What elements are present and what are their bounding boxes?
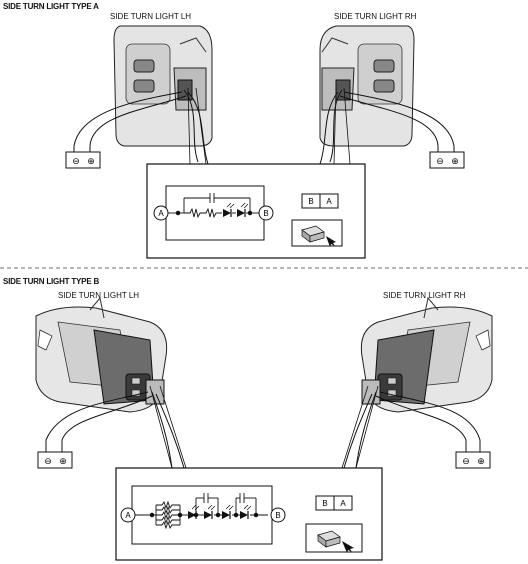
- type-a-rh-battery: ⊖ ⊕: [429, 151, 465, 169]
- type-b-rh-battery: ⊖ ⊕: [455, 451, 491, 469]
- svg-text:⊕: ⊕: [59, 456, 67, 466]
- type-a-lh-harness: [73, 89, 209, 165]
- type-a-terminal-b: [258, 205, 274, 221]
- type-a-terminal-a-label: A: [158, 209, 164, 218]
- type-b-terminal-a-label: A: [125, 511, 131, 520]
- svg-text:⊖: ⊖: [44, 456, 52, 466]
- type-a-lh-caption: SIDE TURN LIGHT LH: [110, 12, 192, 21]
- type-a-terminal-b-label: B: [263, 209, 268, 218]
- svg-text:⊕: ⊕: [477, 456, 485, 466]
- type-b-lh-harness: [45, 391, 185, 469]
- battery-positive-symbol: ⊕: [87, 156, 95, 166]
- battery-negative-symbol: ⊖: [72, 156, 80, 166]
- type-a-connector-pin-2: A: [326, 197, 332, 206]
- type-a-lh-battery: ⊖ ⊕: [65, 151, 101, 169]
- type-b-terminal-b-label: B: [275, 511, 280, 520]
- svg-text:⊖: ⊖: [436, 156, 444, 166]
- svg-text:⊕: ⊕: [451, 156, 459, 166]
- type-b-callout-lines: [149, 385, 379, 469]
- type-a-terminal-a: [153, 205, 169, 221]
- type-a-rh-harness: [319, 89, 455, 165]
- type-a-connector-pin-1: B: [308, 197, 313, 206]
- type-b-connector-pin-1: B: [322, 499, 327, 508]
- type-a-heading: SIDE TURN LIGHT TYPE A: [3, 2, 99, 11]
- type-b-lh-caption: SIDE TURN LIGHT LH: [58, 291, 140, 300]
- type-b-rh-harness: [343, 391, 481, 469]
- type-a-circuit: [168, 193, 262, 219]
- type-b-terminal-b: [270, 507, 286, 523]
- type-b-rh-caption: SIDE TURN LIGHT RH: [383, 291, 466, 300]
- type-a-callout-lines: [187, 87, 351, 165]
- type-b-lh-battery: ⊖ ⊕: [37, 451, 73, 469]
- type-a-rh-caption: SIDE TURN LIGHT RH: [334, 12, 417, 21]
- type-a-connector-icon: [301, 225, 336, 247]
- type-b-connector-pin-2: A: [340, 499, 346, 508]
- type-b-heading: SIDE TURN LIGHT TYPE B: [3, 277, 100, 286]
- type-b-rh-lamp: [360, 296, 493, 413]
- type-b-terminal-a: [120, 507, 136, 523]
- type-a-lh-lamp: [113, 25, 213, 147]
- type-b-lh-lamp: [35, 296, 168, 413]
- type-b-connector-icon: [317, 530, 354, 553]
- svg-text:⊖: ⊖: [462, 456, 470, 466]
- type-a-rh-lamp: [319, 25, 415, 147]
